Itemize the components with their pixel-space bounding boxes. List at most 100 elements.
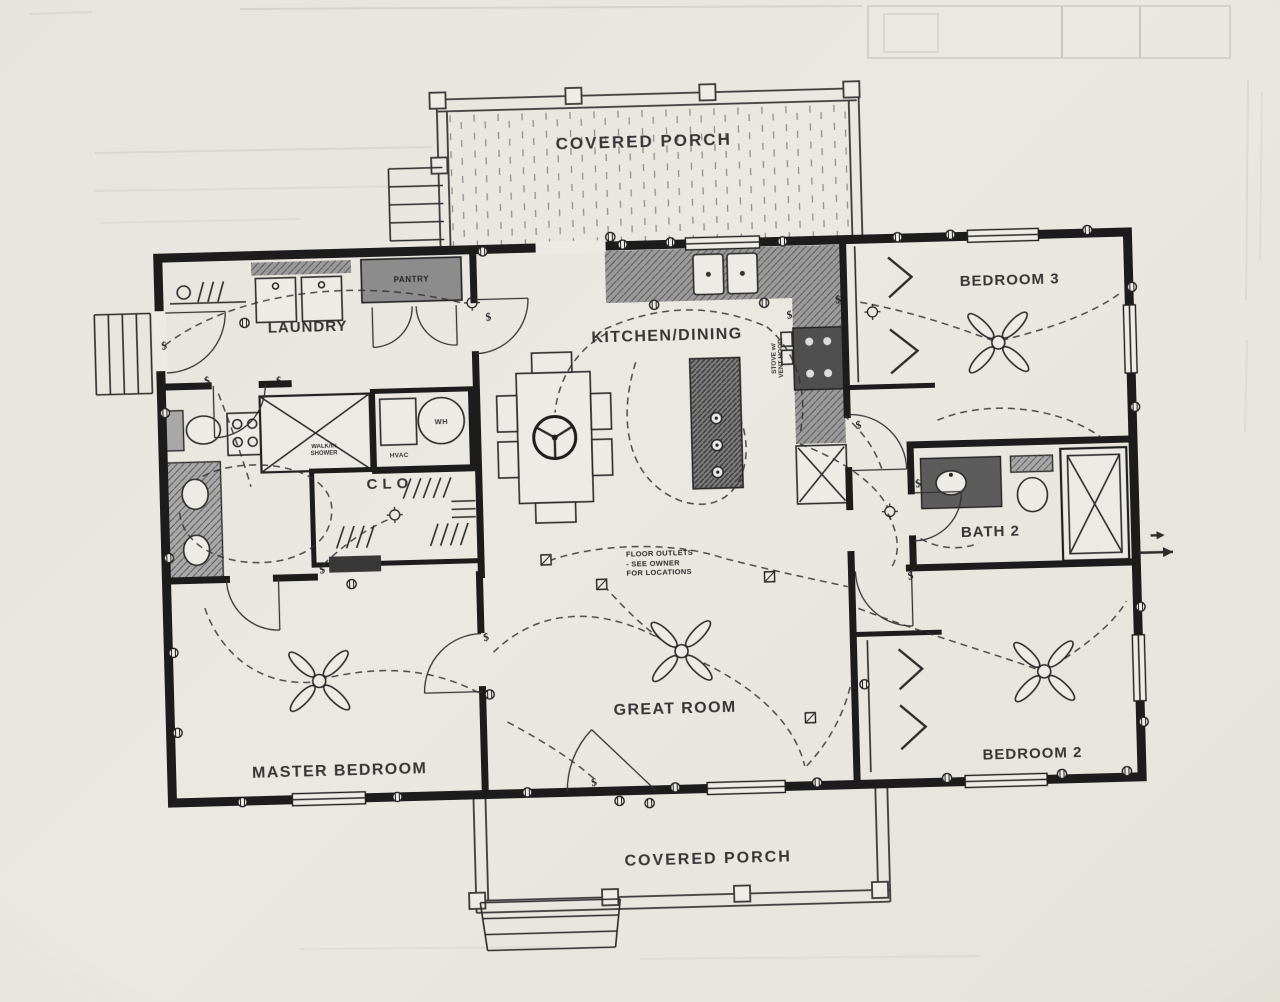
outlet	[1056, 768, 1068, 780]
outlet	[665, 236, 676, 248]
ceiling-fan-great-room	[647, 616, 717, 686]
window	[706, 779, 787, 796]
outlet	[604, 231, 616, 243]
outlet	[484, 688, 496, 700]
outlet	[1121, 765, 1133, 777]
outlet	[614, 795, 626, 807]
washer	[254, 276, 298, 324]
windows	[152, 227, 1147, 807]
outlet	[669, 781, 681, 793]
porch-post	[601, 888, 620, 907]
chair	[589, 392, 613, 431]
outlet	[1138, 716, 1150, 728]
porch-bottom-steps	[479, 898, 622, 952]
outlet	[892, 231, 903, 243]
light-closet	[385, 506, 404, 524]
rod-hook	[176, 285, 191, 300]
vanity-sink	[182, 534, 211, 567]
stove	[792, 325, 846, 391]
window	[964, 772, 1049, 789]
ceiling-fan-master	[284, 646, 354, 716]
chair	[495, 394, 519, 433]
label-bedroom-3: BEDROOM 3	[959, 270, 1060, 291]
outlet	[159, 407, 171, 419]
dining-light-fixture	[532, 415, 578, 461]
label-closet: CLO	[366, 474, 414, 494]
outlet	[391, 791, 403, 803]
ceiling-fan-bedroom3	[963, 307, 1033, 378]
exterior-walls	[153, 227, 1147, 808]
outlet	[811, 777, 823, 788]
note-floor-outlets: FLOOR OUTLETS - SEE OWNER FOR LOCATIONS	[626, 548, 694, 578]
hvac-unit	[378, 397, 418, 447]
bifold-door	[889, 328, 920, 375]
dining-table	[495, 351, 614, 524]
porch-post	[698, 83, 717, 102]
master-hall-door	[225, 578, 281, 631]
porch-post	[430, 156, 449, 175]
outlet	[941, 772, 953, 784]
laundry-alcove	[169, 259, 352, 324]
porch-post	[468, 891, 487, 910]
chair	[590, 438, 614, 477]
porch-post	[428, 91, 447, 110]
great-room-porch-door	[566, 729, 656, 793]
outlet	[1126, 281, 1138, 293]
clo-rod-ticks	[335, 477, 476, 549]
outlet	[477, 246, 489, 257]
closet-details	[335, 246, 928, 773]
switch	[482, 310, 494, 325]
chair	[497, 440, 520, 479]
dryer	[300, 275, 344, 323]
bifold-door	[899, 704, 928, 751]
bedroom3-door	[849, 413, 908, 472]
outlet	[648, 299, 660, 311]
porch-post	[733, 884, 752, 903]
laundry-interior-door	[473, 297, 529, 355]
label-bedroom-2: BEDROOM 2	[982, 743, 1083, 764]
bath2-toilet	[1016, 476, 1049, 513]
label-laundry: LAUNDRY	[267, 317, 348, 337]
note-floor-outlets-line3: FOR LOCATIONS	[626, 566, 692, 578]
ceiling-fan-bedroom2	[1009, 636, 1079, 706]
outlet	[346, 578, 358, 590]
outlet	[237, 796, 248, 808]
cased-opening-header	[328, 555, 382, 573]
label-water-heater: WH	[434, 416, 449, 427]
bath2-fixtures	[919, 445, 1131, 562]
label-great-room: GREAT ROOM	[613, 698, 737, 720]
closet2-rod	[866, 640, 872, 773]
master-bath-door	[212, 384, 266, 439]
outlet	[167, 647, 179, 659]
outlet	[777, 235, 788, 247]
vanity-sink	[181, 478, 209, 511]
window	[1131, 633, 1147, 702]
note-stove-line2: VENT HOOD	[777, 338, 786, 378]
closet3-rod	[853, 246, 860, 383]
porch-post	[564, 86, 583, 106]
outlet	[944, 229, 956, 241]
label-pantry: PANTRY	[393, 274, 430, 285]
floor-outlet	[804, 711, 817, 724]
pantry-door-left	[371, 306, 413, 349]
laundry-exterior-door	[165, 310, 226, 374]
pantry-door-right	[415, 305, 458, 346]
bifold-door	[887, 256, 914, 299]
vent-arrow	[1139, 531, 1174, 558]
porch-top-steps	[387, 166, 445, 242]
window	[966, 227, 1040, 244]
outlet	[239, 317, 250, 329]
master-bedroom-door	[423, 632, 483, 694]
bifold-door	[897, 648, 924, 691]
chair	[534, 501, 577, 524]
outlet	[1129, 401, 1141, 413]
outlet	[1135, 601, 1146, 613]
floor-outlet	[540, 553, 552, 566]
outlet	[758, 297, 770, 309]
outlet	[172, 727, 184, 739]
note-stove-vent-hood: STOVE w/ VENT HOOD	[770, 339, 785, 378]
outlet	[1081, 224, 1093, 236]
